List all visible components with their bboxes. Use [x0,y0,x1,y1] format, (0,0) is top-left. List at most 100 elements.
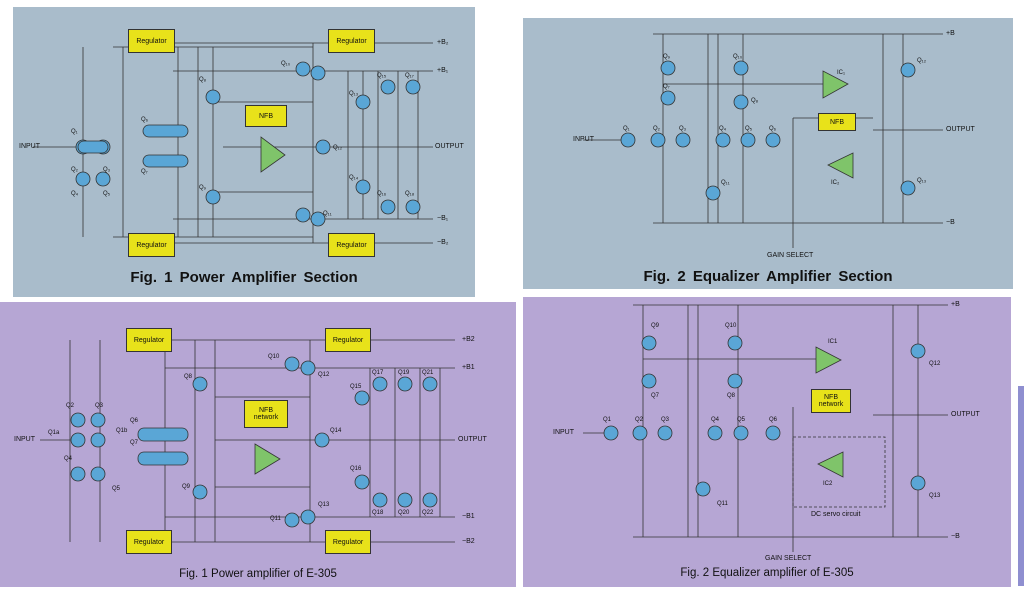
nfb-network-box: NFB network [244,400,288,428]
transistor-label: Q15 [350,384,362,390]
nfb-label: NFB [824,394,838,401]
transistor-label: Q2 [66,403,75,409]
fig2-top-schematic [583,33,943,248]
ic-label: IC1 [828,339,838,345]
transistor-label: Q1 [603,417,612,423]
rail-label: +B [951,301,960,308]
fig1-top-caption: Fig. 1 Power Amplifier Section [130,269,358,286]
transistor-label: Q₃ [103,167,111,173]
transistor-label: Q₁₁ [323,211,332,217]
regulator-box: Regulator [325,530,371,554]
rail-label: −B₂ [437,239,449,246]
dc-servo-label: DC servo circuit [811,511,861,518]
transistor-label: Q8 [727,393,736,399]
transistor-label: Q4 [64,456,73,462]
rail-label: −B [951,533,960,540]
transistor-label: Q₄ [719,126,727,132]
rail-label: +B2 [462,336,475,343]
regulator-box: Regulator [126,328,172,352]
fig2-bottom-schematic [583,304,948,552]
transistor-label: Q₁₄ [349,175,359,181]
transistor-label: Q₁₀ [281,61,291,67]
input-label: INPUT [14,436,35,443]
input-label: INPUT [573,136,594,143]
transistor-label: Q₇ [141,169,148,175]
fig2-bottom-panel: NFB network INPUT OUTPUT GAIN SELECT DC … [523,297,1011,587]
rail-label: +B [946,30,955,37]
transistor-label: Q6 [130,418,139,424]
transistor-label: Q2 [635,417,644,423]
transistor-label: Q17 [372,370,384,376]
fig1-top-schematic [33,42,433,244]
transistor-label: Q12 [318,372,330,378]
transistor-label: Q14 [330,428,342,434]
transistor-label: Q₈ [751,98,759,104]
transistor-label: Q₅ [103,191,111,197]
transistor-label: Q7 [651,393,660,399]
transistor-label: Q16 [350,466,362,472]
nfb-box: NFB [818,113,856,131]
transistor-label: Q11 [717,501,728,507]
transistor-label: Q21 [422,370,434,376]
transistor-label: Q13 [318,502,330,508]
fig1-bottom-panel: Regulator Regulator Regulator Regulator … [0,302,516,587]
transistor-label: Q₁ [71,129,78,135]
transistor-label: Q₁₀ [733,54,743,60]
transistor-label: Q19 [398,370,410,376]
transistor-label: Q₅ [745,126,753,132]
transistor-label: Q1a [48,430,60,436]
transistor-label: Q10 [725,323,737,329]
transistor-label: Q18 [372,510,384,516]
nfb-network-label: network [818,401,844,408]
fig1-bottom-schematic [40,339,455,543]
rail-label: +B1 [462,364,475,371]
transistor-label: Q12 [929,361,941,367]
regulator-box: Regulator [128,29,175,53]
transistor-label: Q11 [270,516,281,522]
nfb-box: NFB [245,105,287,127]
transistor-label: Q₄ [71,191,79,197]
regulator-box: Regulator [328,233,375,257]
fig1-top-panel: Regulator Regulator Regulator Regulator … [13,7,475,297]
transistor-label: Q₂ [653,126,660,132]
nfb-network-box: NFB network [811,389,851,413]
rail-label: −B [946,219,955,226]
rail-label: −B1 [462,513,475,520]
rail-label: −B2 [462,538,475,545]
transistor-label: Q₁₂ [917,58,927,64]
transistor-label: Q3 [661,417,670,423]
transistor-label: Q₉ [663,54,671,60]
transistor-label: Q1b [116,428,128,434]
transistor-label: Q7 [130,440,139,446]
transistor-label: Q₇ [663,84,670,90]
nfb-network-label: network [253,414,279,421]
fig2-top-panel: NFB INPUT OUTPUT GAIN SELECT +B −B IC₁ I… [523,18,1013,289]
transistor-label: Q6 [769,417,778,423]
transistor-label: Q9 [651,323,660,329]
transistor-label: Q₈ [199,77,207,83]
nfb-label: NFB [259,407,273,414]
transistor-label: Q₆ [141,117,149,123]
transistor-label: Q₁₃ [917,178,927,184]
input-label: INPUT [19,143,40,150]
fig2-bottom-caption: Fig. 2 Equalizer amplifier of E-305 [680,567,854,579]
output-label: OUTPUT [951,411,980,418]
transistor-label: Q₉ [199,185,207,191]
transistor-label: Q₆ [769,126,777,132]
ic-label: IC₂ [831,180,840,186]
transistor-label: Q20 [398,510,410,516]
output-label: OUTPUT [946,126,975,133]
transistor-label: Q₁ [623,126,630,132]
transistor-label: Q₁₆ [377,191,387,197]
edge-strip [1018,386,1024,586]
regulator-box: Regulator [128,233,175,257]
transistor-label: Q5 [112,486,121,492]
transistor-label: Q4 [711,417,720,423]
transistor-label: Q₁₇ [405,73,414,79]
transistor-label: Q8 [184,374,193,380]
fig1-bottom-caption: Fig. 1 Power amplifier of E-305 [179,568,337,580]
transistor-label: Q5 [737,417,746,423]
transistor-label: Q₁₈ [405,191,415,197]
transistor-label: Q3 [95,403,104,409]
output-label: OUTPUT [458,436,487,443]
